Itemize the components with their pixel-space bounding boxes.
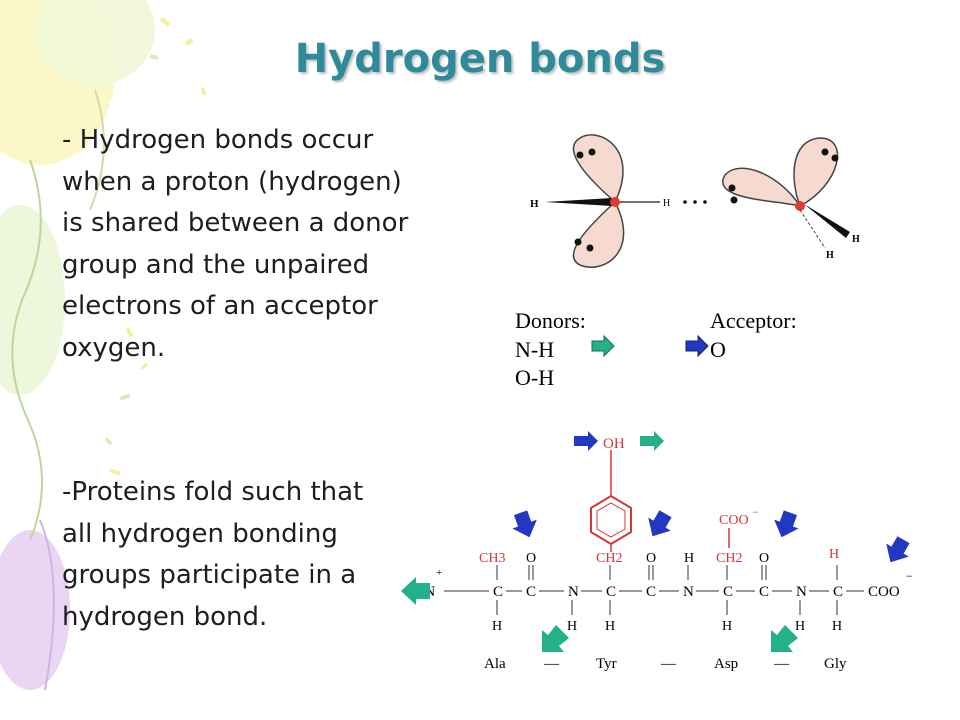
alpha-hydrogen: H	[605, 619, 615, 634]
hydrogen-label: H	[530, 198, 539, 210]
residue-ala: Ala	[484, 656, 506, 672]
carbonyl-carbon: C	[526, 584, 536, 600]
donor-oh: O-H	[515, 365, 554, 390]
oxygen-atom	[610, 197, 620, 207]
alpha-hydrogen: H	[722, 619, 732, 634]
alpha-carbon: C	[606, 584, 616, 600]
balloon-string	[39, 519, 55, 691]
amide-nitrogen: N	[683, 584, 694, 600]
acceptor-arrow-icon	[512, 510, 537, 538]
residue-separator: —	[543, 656, 560, 672]
purple-balloon	[0, 530, 70, 690]
gly-hydrogen-label: H	[829, 547, 839, 562]
carbonyl-carbon: C	[759, 584, 769, 600]
residue-separator: —	[660, 656, 677, 672]
asp-carboxylate-label: COO	[719, 513, 749, 528]
donor-arrows	[401, 577, 798, 652]
amide-hydrogen: H	[684, 551, 694, 566]
wedge-bond	[804, 204, 850, 238]
ala-methyl-label: CH3	[479, 551, 505, 566]
acceptor-arrow-icon	[774, 510, 799, 538]
confetti	[104, 54, 159, 446]
donors-label: Donors:	[515, 308, 586, 333]
balloon-string	[11, 159, 43, 541]
tetrapeptide-diagram: OH CH3 CH2 CH2 COO − H O O O H H3N + C C…	[401, 431, 913, 672]
amide-nitrogen: N	[568, 584, 579, 600]
balloon-string	[89, 89, 105, 211]
alpha-hydrogen: H	[832, 619, 842, 634]
backbone-bonds	[444, 565, 864, 615]
acceptor-arrow-icon	[685, 334, 709, 358]
carbonyl-oxygen: O	[526, 551, 536, 566]
hydrogen-label: H	[826, 250, 834, 261]
alpha-carbon: C	[833, 584, 843, 600]
pale-green-balloon	[0, 205, 65, 395]
orbital-diagram: H H H H	[530, 134, 860, 268]
slide-title: Hydrogen bonds	[294, 36, 666, 82]
carbonyl-carbon: C	[646, 584, 656, 600]
donor-arrow-icon	[591, 334, 615, 358]
confetti	[109, 17, 207, 476]
donor-arrow-icon	[771, 625, 798, 652]
asp-methylene-label: CH2	[716, 551, 742, 566]
lone-pair-lobe	[572, 200, 625, 268]
asp-charge-label: −	[752, 505, 759, 519]
donor-acceptor-legend: Donors: Acceptor: N-H O-H O	[515, 308, 797, 390]
residue-separator: —	[773, 656, 790, 672]
hydrogen-label: H	[852, 234, 860, 245]
n-terminus-charge: +	[436, 567, 442, 579]
hydrogen-bond-definition: - Hydrogen bonds occur when a proton (hy…	[62, 125, 409, 363]
donor-arrow-icon	[640, 431, 664, 451]
oxygen-atom	[795, 201, 805, 211]
green-balloon	[35, 0, 155, 85]
residue-gly: Gly	[824, 656, 847, 672]
alpha-carbon: C	[723, 584, 733, 600]
acceptor-oxygen: O	[710, 337, 726, 362]
alpha-carbon: C	[493, 584, 503, 600]
acceptor-arrow-icon	[886, 536, 910, 563]
lone-pair-lobe	[793, 137, 839, 208]
tyr-methylene-label: CH2	[596, 551, 622, 566]
lone-pair-lobe	[722, 167, 802, 208]
dashed-bond	[799, 209, 826, 249]
amide-nitrogen: N	[796, 584, 807, 600]
donor-arrow-icon	[542, 625, 569, 652]
tyr-hydroxyl-label: OH	[603, 436, 625, 452]
acceptor-arrow-icon	[648, 510, 672, 537]
amide-hydrogen: H	[795, 619, 805, 634]
carbonyl-oxygen: O	[759, 551, 769, 566]
acceptor-arrows	[512, 510, 910, 563]
alpha-hydrogen: H	[492, 619, 502, 634]
c-terminus-charge: −	[906, 569, 913, 583]
wedge-bond	[545, 198, 612, 206]
protein-folding-note: -Proteins fold such that all hydrogen bo…	[62, 477, 364, 632]
donor-nh: N-H	[515, 337, 554, 362]
residue-asp: Asp	[714, 656, 738, 672]
acceptor-arrow-icon	[574, 431, 598, 451]
amide-hydrogen: H	[567, 619, 577, 634]
carbonyl-oxygen: O	[646, 551, 656, 566]
donor-arrow-icon	[401, 577, 430, 605]
acceptor-label: Acceptor:	[710, 308, 797, 333]
c-terminus-label: COO	[868, 584, 900, 600]
lone-pair-lobe	[572, 134, 624, 204]
shared-hydrogen-label: H	[663, 198, 670, 209]
residue-tyr: Tyr	[596, 656, 617, 672]
